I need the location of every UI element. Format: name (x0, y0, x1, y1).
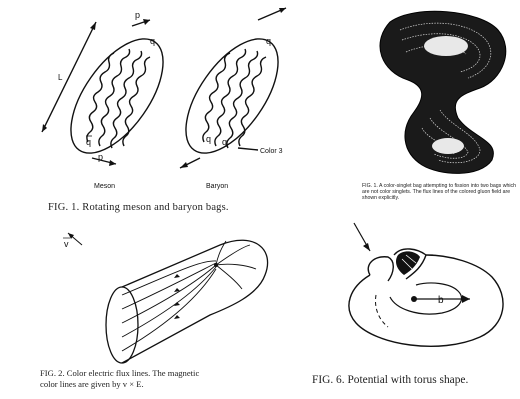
label-baryon: Baryon (206, 183, 228, 190)
torus-cut-left (368, 257, 393, 281)
flux-line (122, 261, 216, 295)
incoming-arrowhead (363, 243, 370, 251)
label-b: b (438, 295, 444, 306)
baryon-bag (168, 24, 296, 169)
label-q-meson-top: q (150, 36, 155, 46)
caption-fig1-meson-baryon: FIG. 1. Rotating meson and baryon bags. (48, 202, 298, 213)
figure-meson-baryon: p q L q p q q q Color 3 Meson Baryon (0, 0, 300, 220)
rotation-arrowhead (180, 162, 188, 168)
label-v: v (64, 239, 69, 249)
label-p-top: p (135, 10, 140, 20)
charge-point (214, 263, 218, 267)
cylinder-end (106, 287, 138, 363)
hidden-edge (376, 295, 389, 327)
flux-arrowhead (174, 274, 180, 278)
flux-line (122, 265, 216, 323)
label-q-mid: q (222, 137, 227, 147)
length-arrow (42, 22, 96, 132)
torus-drawing: b (330, 215, 520, 370)
figure-flux-lines: v (50, 225, 320, 365)
length-arrowhead (42, 124, 47, 132)
bag-highlight (424, 36, 468, 56)
baryon-flux-line (203, 53, 230, 142)
caption-fig6-torus: FIG. 6. Potential with torus shape. (312, 374, 520, 386)
figure-singlet-bag (330, 0, 520, 180)
flux-line (216, 264, 256, 269)
rotation-arrowhead (279, 8, 286, 13)
color3-pointer (238, 148, 258, 150)
flux-line (216, 265, 242, 289)
meson-flux-line (99, 49, 130, 146)
caption-fig1-singlet-bag: FIG. 1. A color-singlet bag attempting t… (362, 183, 520, 202)
meson-baryon-drawing: p q L q p q q q Color 3 Meson Baryon (0, 0, 300, 200)
singlet-bag-drawing (330, 0, 520, 180)
label-L: L (58, 73, 63, 82)
meson-bag (53, 24, 181, 169)
label-qbar: q (86, 137, 91, 147)
flux-line (216, 245, 250, 265)
bag-highlight (432, 138, 464, 154)
label-p-bottom: p (98, 152, 103, 162)
label-meson: Meson (94, 183, 115, 190)
momentum-arrowhead (143, 19, 150, 25)
center-point (411, 296, 417, 302)
label-color3: Color 3 (260, 148, 283, 155)
caption-fig2-flux-lines: FIG. 2. Color electric flux lines. The m… (40, 368, 270, 390)
cylinder-body (122, 240, 268, 363)
impact-arrowhead (462, 295, 470, 303)
torus-cross-section (396, 251, 420, 275)
label-q-baryon-top: q (266, 36, 271, 46)
figure-torus: b (330, 215, 520, 370)
flux-line (122, 263, 216, 309)
momentum-arrowhead (109, 160, 116, 166)
flux-lines-drawing: v (50, 225, 320, 365)
caption-fig2-line2: color lines are given by v × E. (40, 379, 270, 390)
caption-fig2-line1: FIG. 2. Color electric flux lines. The m… (40, 368, 270, 379)
length-arrowhead (90, 22, 96, 30)
flux-arrowhead (174, 315, 180, 319)
baryon-flux-line (215, 49, 246, 146)
torus-outer (349, 255, 503, 346)
label-q-left: q (206, 134, 211, 144)
